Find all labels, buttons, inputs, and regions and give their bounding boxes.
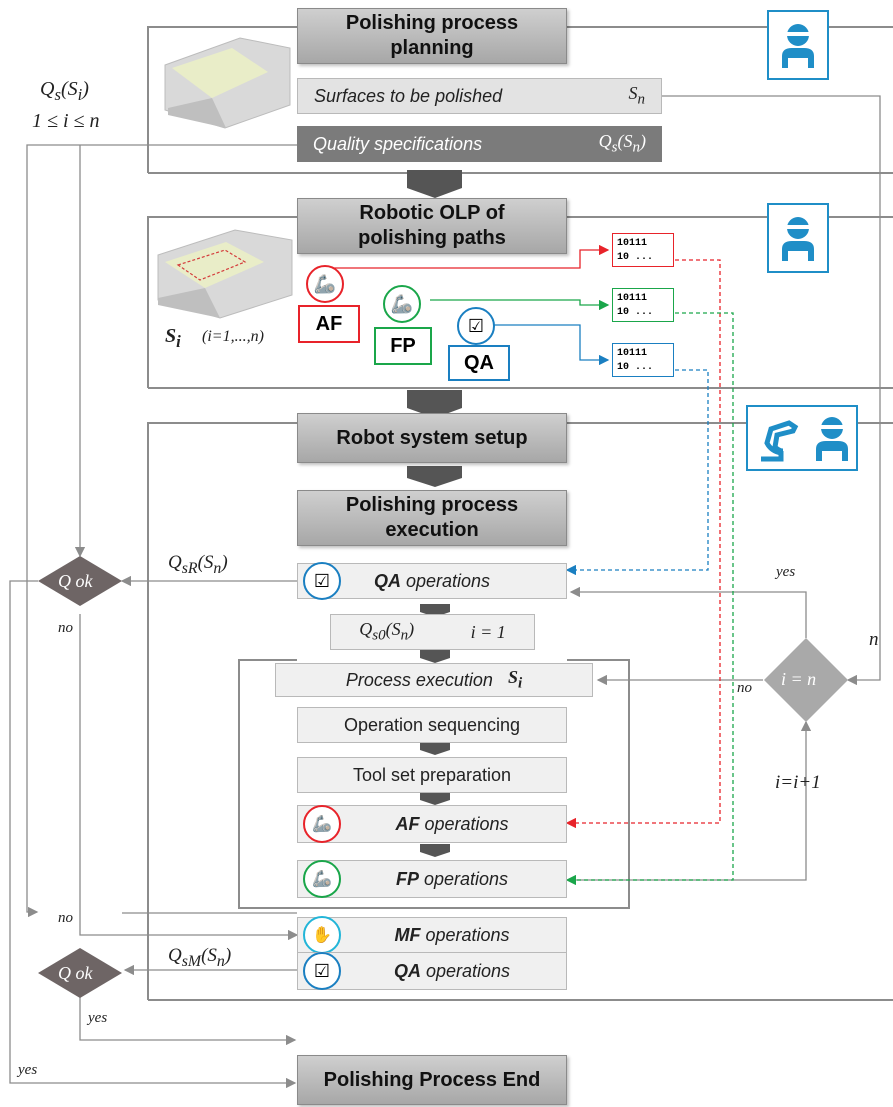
- surfaces-label: Surfaces to be polished: [314, 85, 503, 106]
- chevron-1: [407, 170, 462, 198]
- operation-sequencing: Operation sequencing: [297, 707, 567, 743]
- qa-check-icon: ☑: [303, 562, 341, 600]
- af-operations: AF operations: [297, 805, 567, 843]
- af-robot-icon: 🦾: [306, 265, 344, 303]
- manual-hand-icon: ✋: [303, 916, 341, 954]
- mf-operations: MF operations: [297, 917, 567, 953]
- q-ok-label-2: Q ok: [58, 963, 93, 983]
- quality-row: Quality specifications Qs(Sn): [297, 126, 662, 162]
- operator-icon-2: [767, 203, 829, 273]
- surfaces-var: Sn: [628, 83, 646, 108]
- robot-operator-icon: [746, 405, 858, 471]
- end-block: Polishing Process End: [297, 1055, 567, 1105]
- decision-i-equals-n: [764, 638, 848, 722]
- no-label-2: no: [58, 910, 73, 926]
- chevron-2: [407, 390, 462, 418]
- af-robot-icon: 🦾: [303, 805, 341, 843]
- qa-operations-1: QA operations: [297, 563, 567, 599]
- process-execution-row: Process execution Si: [275, 663, 593, 697]
- decision-q-ok-2: [38, 948, 122, 998]
- fp-robot-icon: 🦾: [383, 285, 421, 323]
- execution-frame: [147, 422, 297, 1000]
- olp-frame: [147, 216, 297, 388]
- index-range-label: 1 ≤ i ≤ n: [32, 110, 100, 132]
- n-label: n: [869, 629, 879, 650]
- qsm-label: QsM(Sn): [168, 945, 232, 970]
- fp-operations: FP operations: [297, 860, 567, 898]
- qs0-init-row: Qs0(Sn) i = 1: [330, 614, 535, 650]
- fp-robot-icon: 🦾: [303, 860, 341, 898]
- olp-block: Robotic OLP of polishing paths: [297, 198, 567, 254]
- quality-var: Qs(Sn): [598, 131, 646, 156]
- operator-icon-1: [767, 10, 829, 80]
- yes-label-3: yes: [18, 1062, 38, 1078]
- qsr-label: QsR(Sn): [168, 552, 228, 577]
- yes-label-1: yes: [776, 564, 796, 580]
- surface-si-label: Si: [165, 325, 181, 351]
- qs-si-label: Qs(Si): [40, 78, 89, 104]
- no-label-1: no: [58, 620, 73, 636]
- increment-label: i=i+1: [775, 772, 821, 793]
- no-label-3: no: [737, 680, 752, 696]
- planning-frame: [147, 26, 297, 173]
- i-equals-n-label: i = n: [781, 669, 817, 689]
- surfaces-row: Surfaces to be polished Sn: [297, 78, 662, 114]
- qa-check-icon: ☑: [303, 952, 341, 990]
- part-illustration-1: [164, 37, 291, 129]
- quality-label: Quality specifications: [313, 133, 483, 154]
- tool-set-preparation: Tool set preparation: [297, 757, 567, 793]
- fp-tag: FP: [374, 327, 432, 365]
- setup-block: Robot system setup: [297, 413, 567, 463]
- execution-block: Polishing process execution: [297, 490, 567, 546]
- part-illustration-2: [157, 229, 293, 319]
- af-tag: AF: [298, 305, 360, 343]
- chevron-3: [407, 466, 462, 487]
- qa-check-icon: ☑: [457, 307, 495, 345]
- qa-operations-2: QA operations: [297, 952, 567, 990]
- qa-tag: QA: [448, 345, 510, 381]
- decision-q-ok-1: [38, 556, 122, 606]
- yes-label-2: yes: [88, 1010, 108, 1026]
- surface-range-label: (i=1,...,n): [202, 328, 264, 345]
- planning-block: Polishing process planning: [297, 8, 567, 64]
- q-ok-label-1: Q ok: [58, 571, 93, 591]
